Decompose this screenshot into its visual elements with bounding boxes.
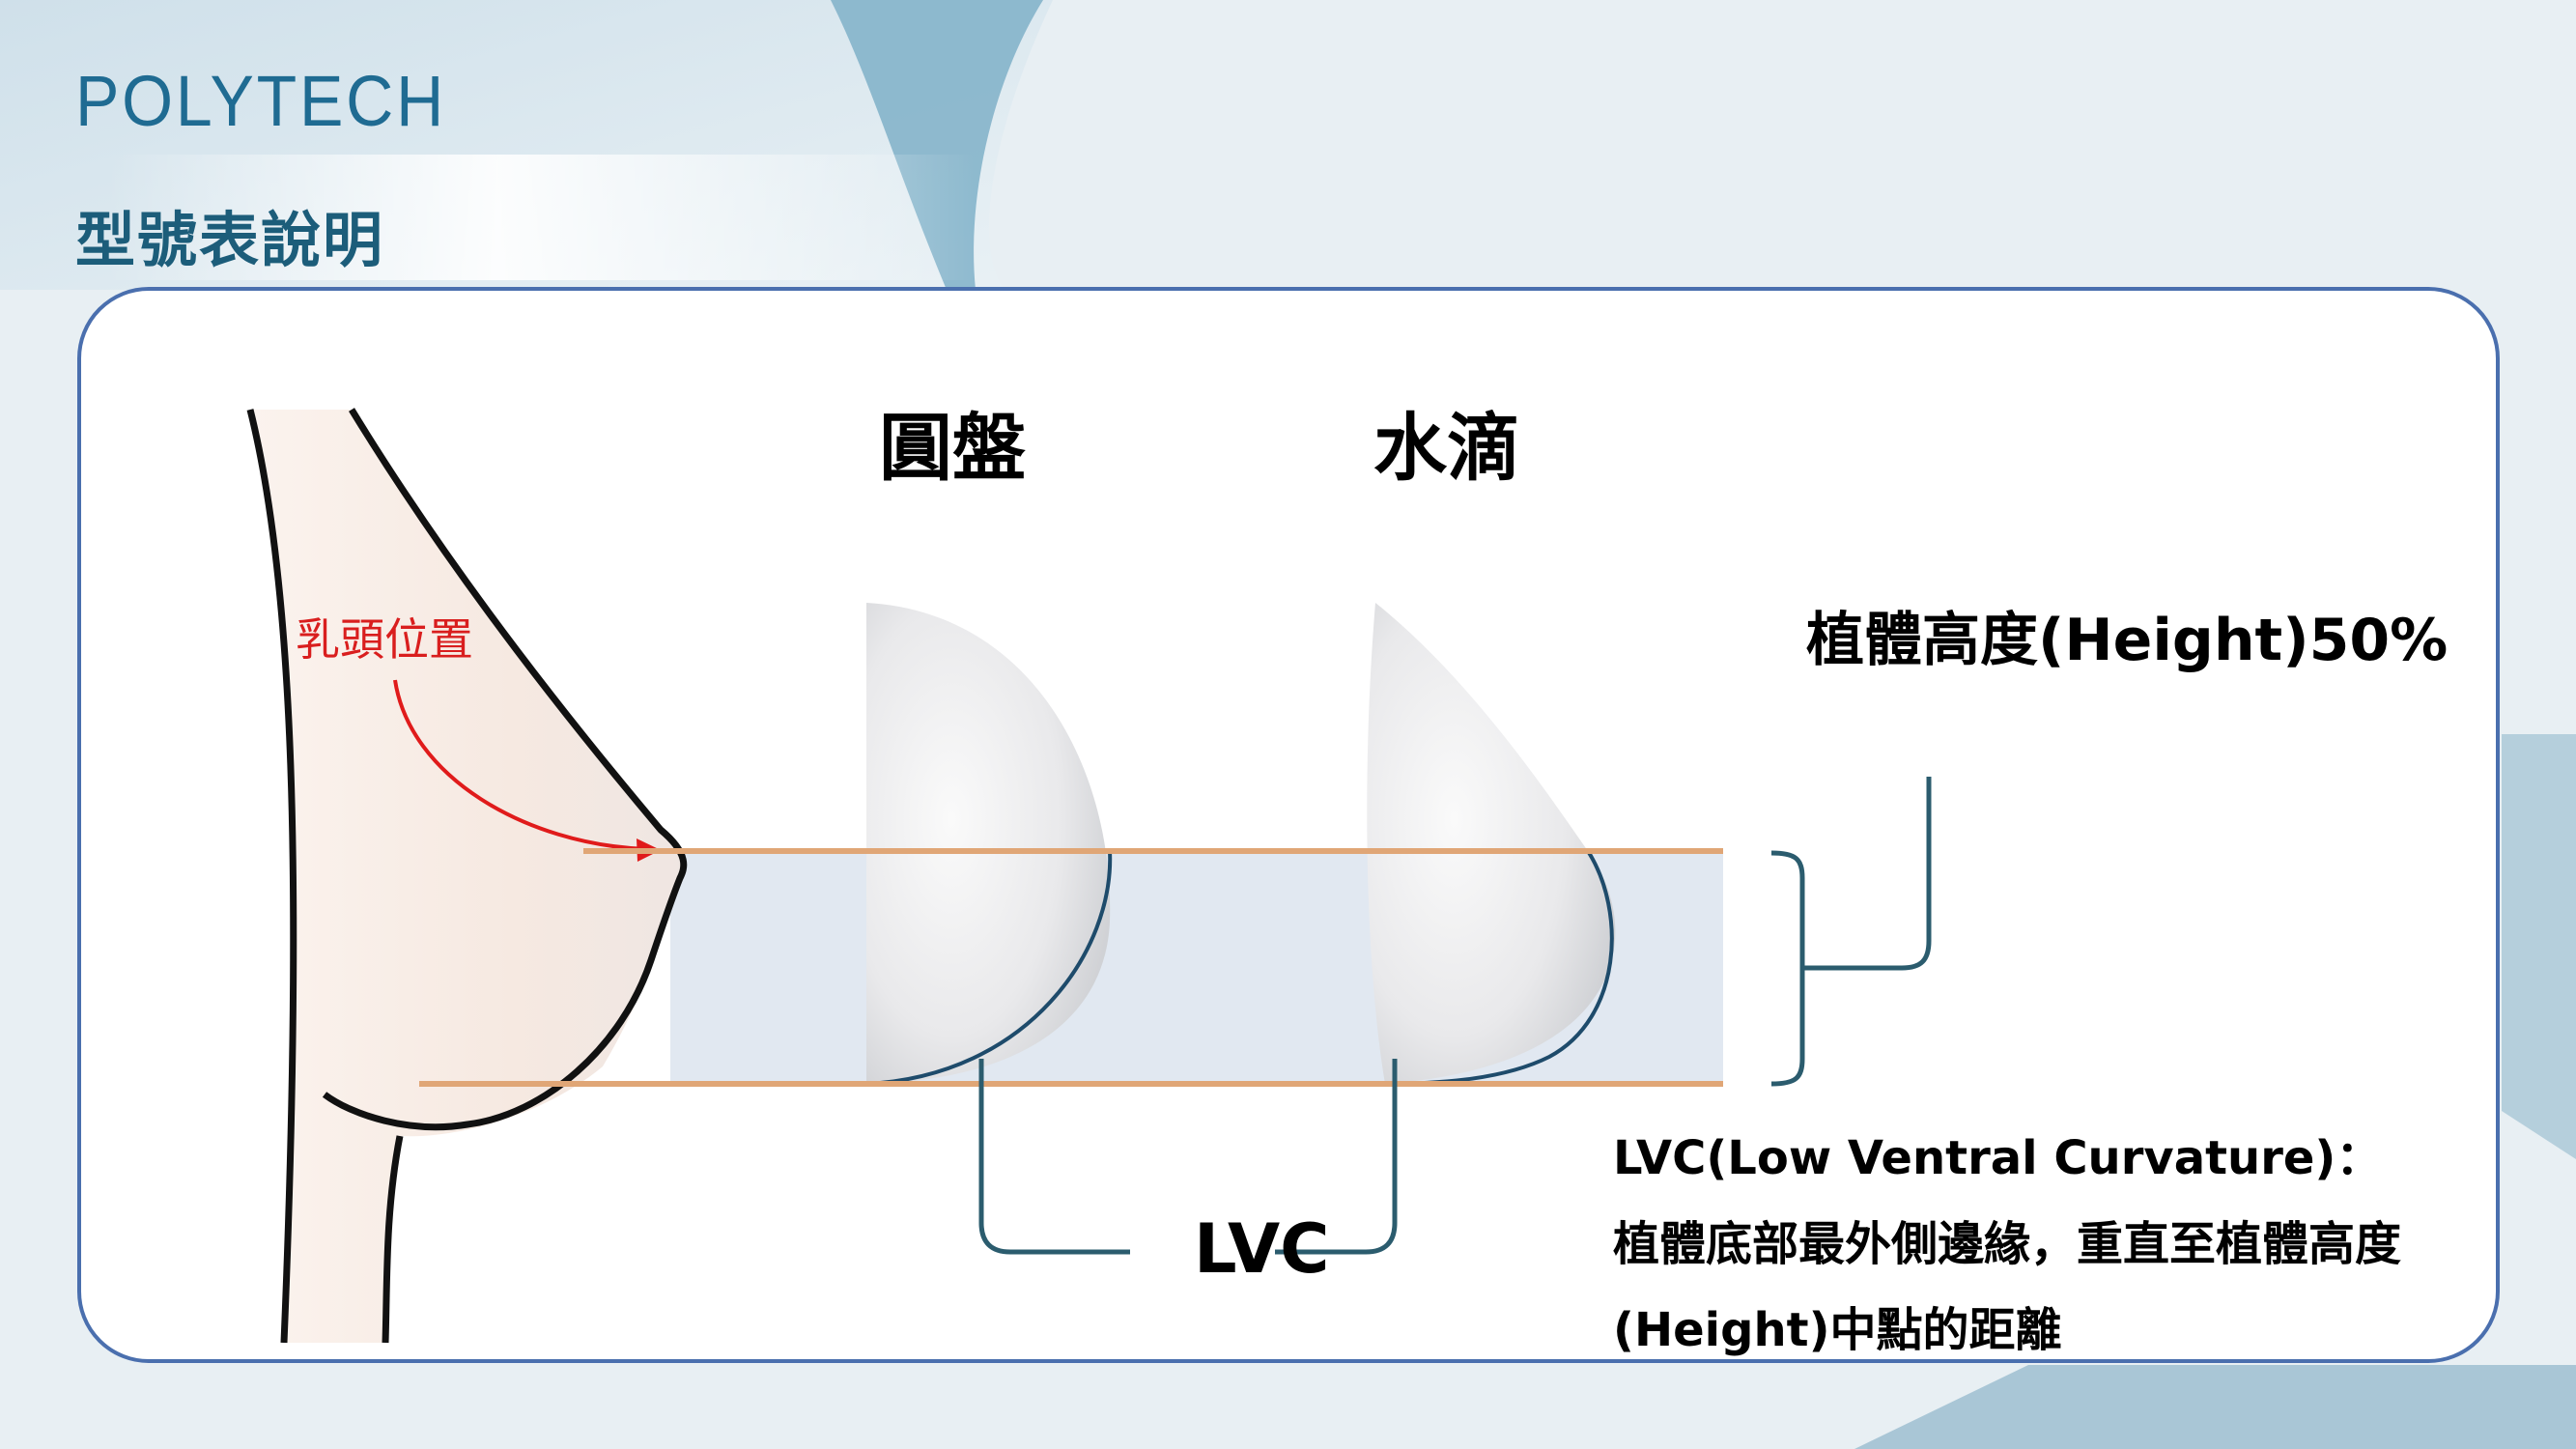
nipple-position-label: 乳頭位置 <box>296 613 473 666</box>
round-implant <box>865 603 1113 1086</box>
breast-profile-figure <box>246 408 688 1344</box>
lvc-bracket-icon <box>978 1059 1398 1255</box>
height-50-label: 植體高度(Height)50% <box>1806 607 2449 674</box>
lvc-definition-line-2: 植體底部最外側邊緣，重直至植體高度 <box>1613 1217 2402 1271</box>
teardrop-implant <box>1367 603 1616 1086</box>
lvc-definition-line-1: LVC(Low Ventral Curvature)： <box>1613 1131 2383 1185</box>
round-shape-label: 圓盤 <box>879 405 1026 491</box>
brand-logo: POLYTECH <box>75 61 446 141</box>
lvc-definition-line-3: (Height)中點的距離 <box>1613 1303 2062 1357</box>
height-bracket-icon <box>1770 777 1932 1087</box>
lvc-label: LVC <box>1194 1209 1330 1289</box>
nipple-arrow-icon <box>393 679 647 851</box>
diagram-panel: 乳頭位置 圓盤 水滴 植體高度(Height)50% LVC LVC(Low V… <box>77 287 2500 1363</box>
page-title: 型號表說明 <box>75 205 385 275</box>
teardrop-shape-label: 水滴 <box>1373 405 1520 491</box>
implant-diagram <box>246 408 1932 1344</box>
